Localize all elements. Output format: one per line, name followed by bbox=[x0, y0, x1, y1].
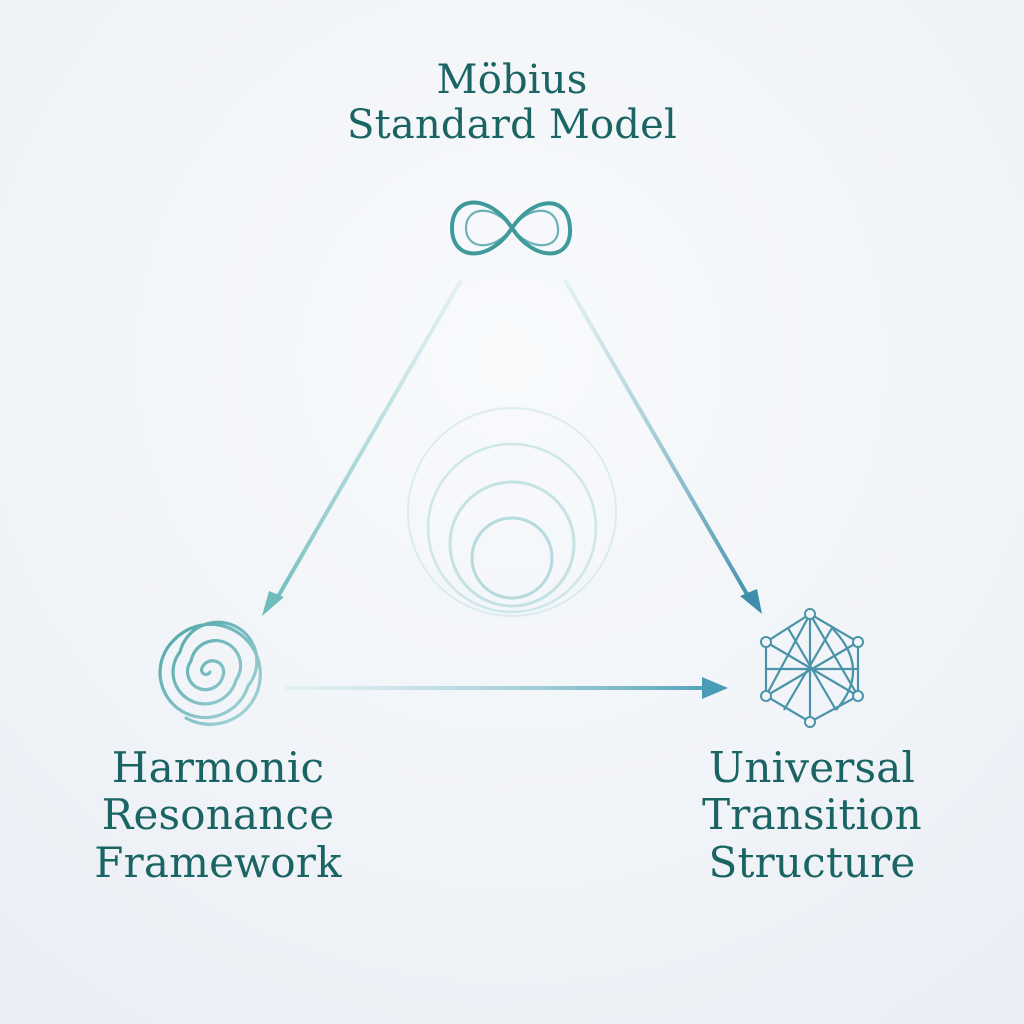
node-title-top: Möbius Standard Model bbox=[262, 57, 762, 149]
infinity-icon bbox=[450, 200, 573, 256]
node-title-top-line-2: Standard Model bbox=[347, 102, 677, 149]
node-title-top-line-1: Möbius bbox=[436, 57, 588, 103]
node-title-left-line-1: Harmonic bbox=[111, 743, 325, 792]
arrow-top-to-left bbox=[262, 280, 462, 616]
node-title-left-line-2: Resonance bbox=[101, 790, 335, 840]
concentric-circles-icon bbox=[407, 407, 617, 617]
node-title-left-line-3: Framework bbox=[94, 837, 342, 887]
node-title-right-line-2: Transition bbox=[702, 790, 922, 840]
arrow-left-to-right bbox=[284, 677, 728, 699]
node-title-right: Universal Transition Structure bbox=[602, 743, 1022, 887]
spiral-icon bbox=[158, 620, 262, 726]
arrow-top-to-right bbox=[564, 280, 762, 614]
node-title-right-line-3: Structure bbox=[708, 837, 916, 887]
node-title-right-line-1: Universal bbox=[708, 743, 916, 792]
hexagon-network-icon bbox=[760, 608, 864, 728]
node-title-left: Harmonic Resonance Framework bbox=[18, 743, 418, 887]
